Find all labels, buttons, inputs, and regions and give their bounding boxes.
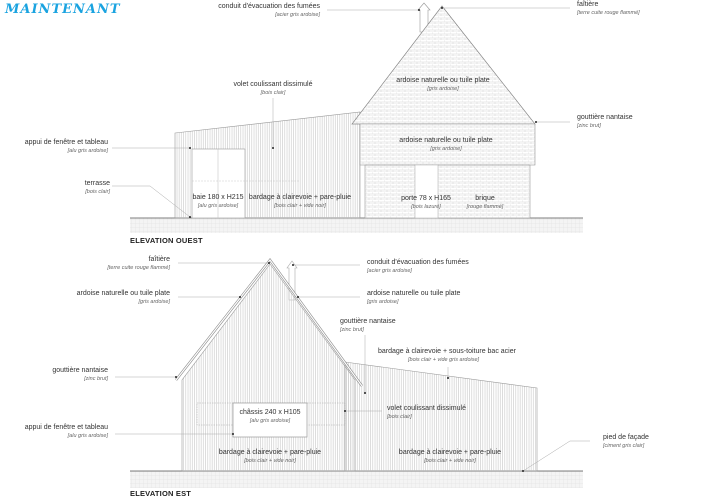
label-terrasse: terrasse[bois clair] xyxy=(84,180,110,195)
label-ardoise-left: ardoise naturelle ou tuile plate[gris ar… xyxy=(76,290,170,305)
label-volet: volet coulissant dissimulé[bois clair] xyxy=(387,405,466,420)
bay-window xyxy=(191,148,246,219)
label-porte: porte 78 x H165[bois lazuré] xyxy=(401,195,451,210)
label-appui: appui de fenêtre et tableau[alu gris ard… xyxy=(24,424,108,439)
label-baie: baie 180 x H215[alu gris ardoise] xyxy=(192,194,244,209)
label-faitiere: faîtière[terre cuite rouge flammé] xyxy=(577,1,640,16)
elevation-ouest-drawing xyxy=(112,2,583,233)
gable-roof xyxy=(351,5,536,125)
label-bardage-toiture: bardage à clairevoie + sous-toiture bac … xyxy=(378,348,516,363)
label-conduit: conduit d'évacuation des fumées[acier gr… xyxy=(218,3,320,18)
label-gouttiere-left: gouttière nantaise[zinc brut] xyxy=(52,367,108,382)
label-gouttiere-right: gouttière nantaise[zinc brut] xyxy=(340,318,396,333)
caption-elevation-ouest: ELEVATION OUEST xyxy=(130,236,203,245)
chassis-window xyxy=(232,402,308,438)
slate-band xyxy=(359,123,536,166)
label-brique: brique[rouge flammé] xyxy=(466,195,504,210)
sheet-title: MAINTENANT xyxy=(5,2,121,17)
label-gouttiere: gouttière nantaise[zinc brut] xyxy=(577,114,633,129)
door xyxy=(414,164,439,219)
brick-wall xyxy=(364,164,531,219)
gable-volume xyxy=(181,263,356,472)
label-bardage-right: bardage à clairevoie + pare-pluie[bois c… xyxy=(398,449,502,464)
ground-hatch xyxy=(130,471,583,488)
label-faitiere: faîtière[terre cuite rouge flammé] xyxy=(107,256,170,271)
label-ardoise-roof: ardoise naturelle ou tuile plate[gris ar… xyxy=(396,77,490,92)
label-volet: volet coulissant dissimulé[bois clair] xyxy=(233,81,313,96)
label-bardage: bardage à clairevoie + pare-pluie[bois c… xyxy=(248,194,352,209)
label-chassis: châssis 240 x H105[alu gris ardoise] xyxy=(239,409,301,424)
label-pied-facade: pied de façade[ciment gris clair] xyxy=(603,434,649,449)
label-appui: appui de fenêtre et tableau[alu gris ard… xyxy=(24,139,108,154)
caption-elevation-est: ELEVATION EST xyxy=(130,489,192,498)
elevation-est-drawing xyxy=(115,258,590,488)
label-ardoise-band: ardoise naturelle ou tuile plate[gris ar… xyxy=(399,137,493,152)
ground-hatch xyxy=(130,218,583,233)
label-ardoise-right: ardoise naturelle ou tuile plate[gris ar… xyxy=(367,290,461,305)
label-conduit: conduit d'évacuation des fumées[acier gr… xyxy=(367,259,469,274)
label-bardage-left: bardage à clairevoie + pare-pluie[bois c… xyxy=(218,449,322,464)
